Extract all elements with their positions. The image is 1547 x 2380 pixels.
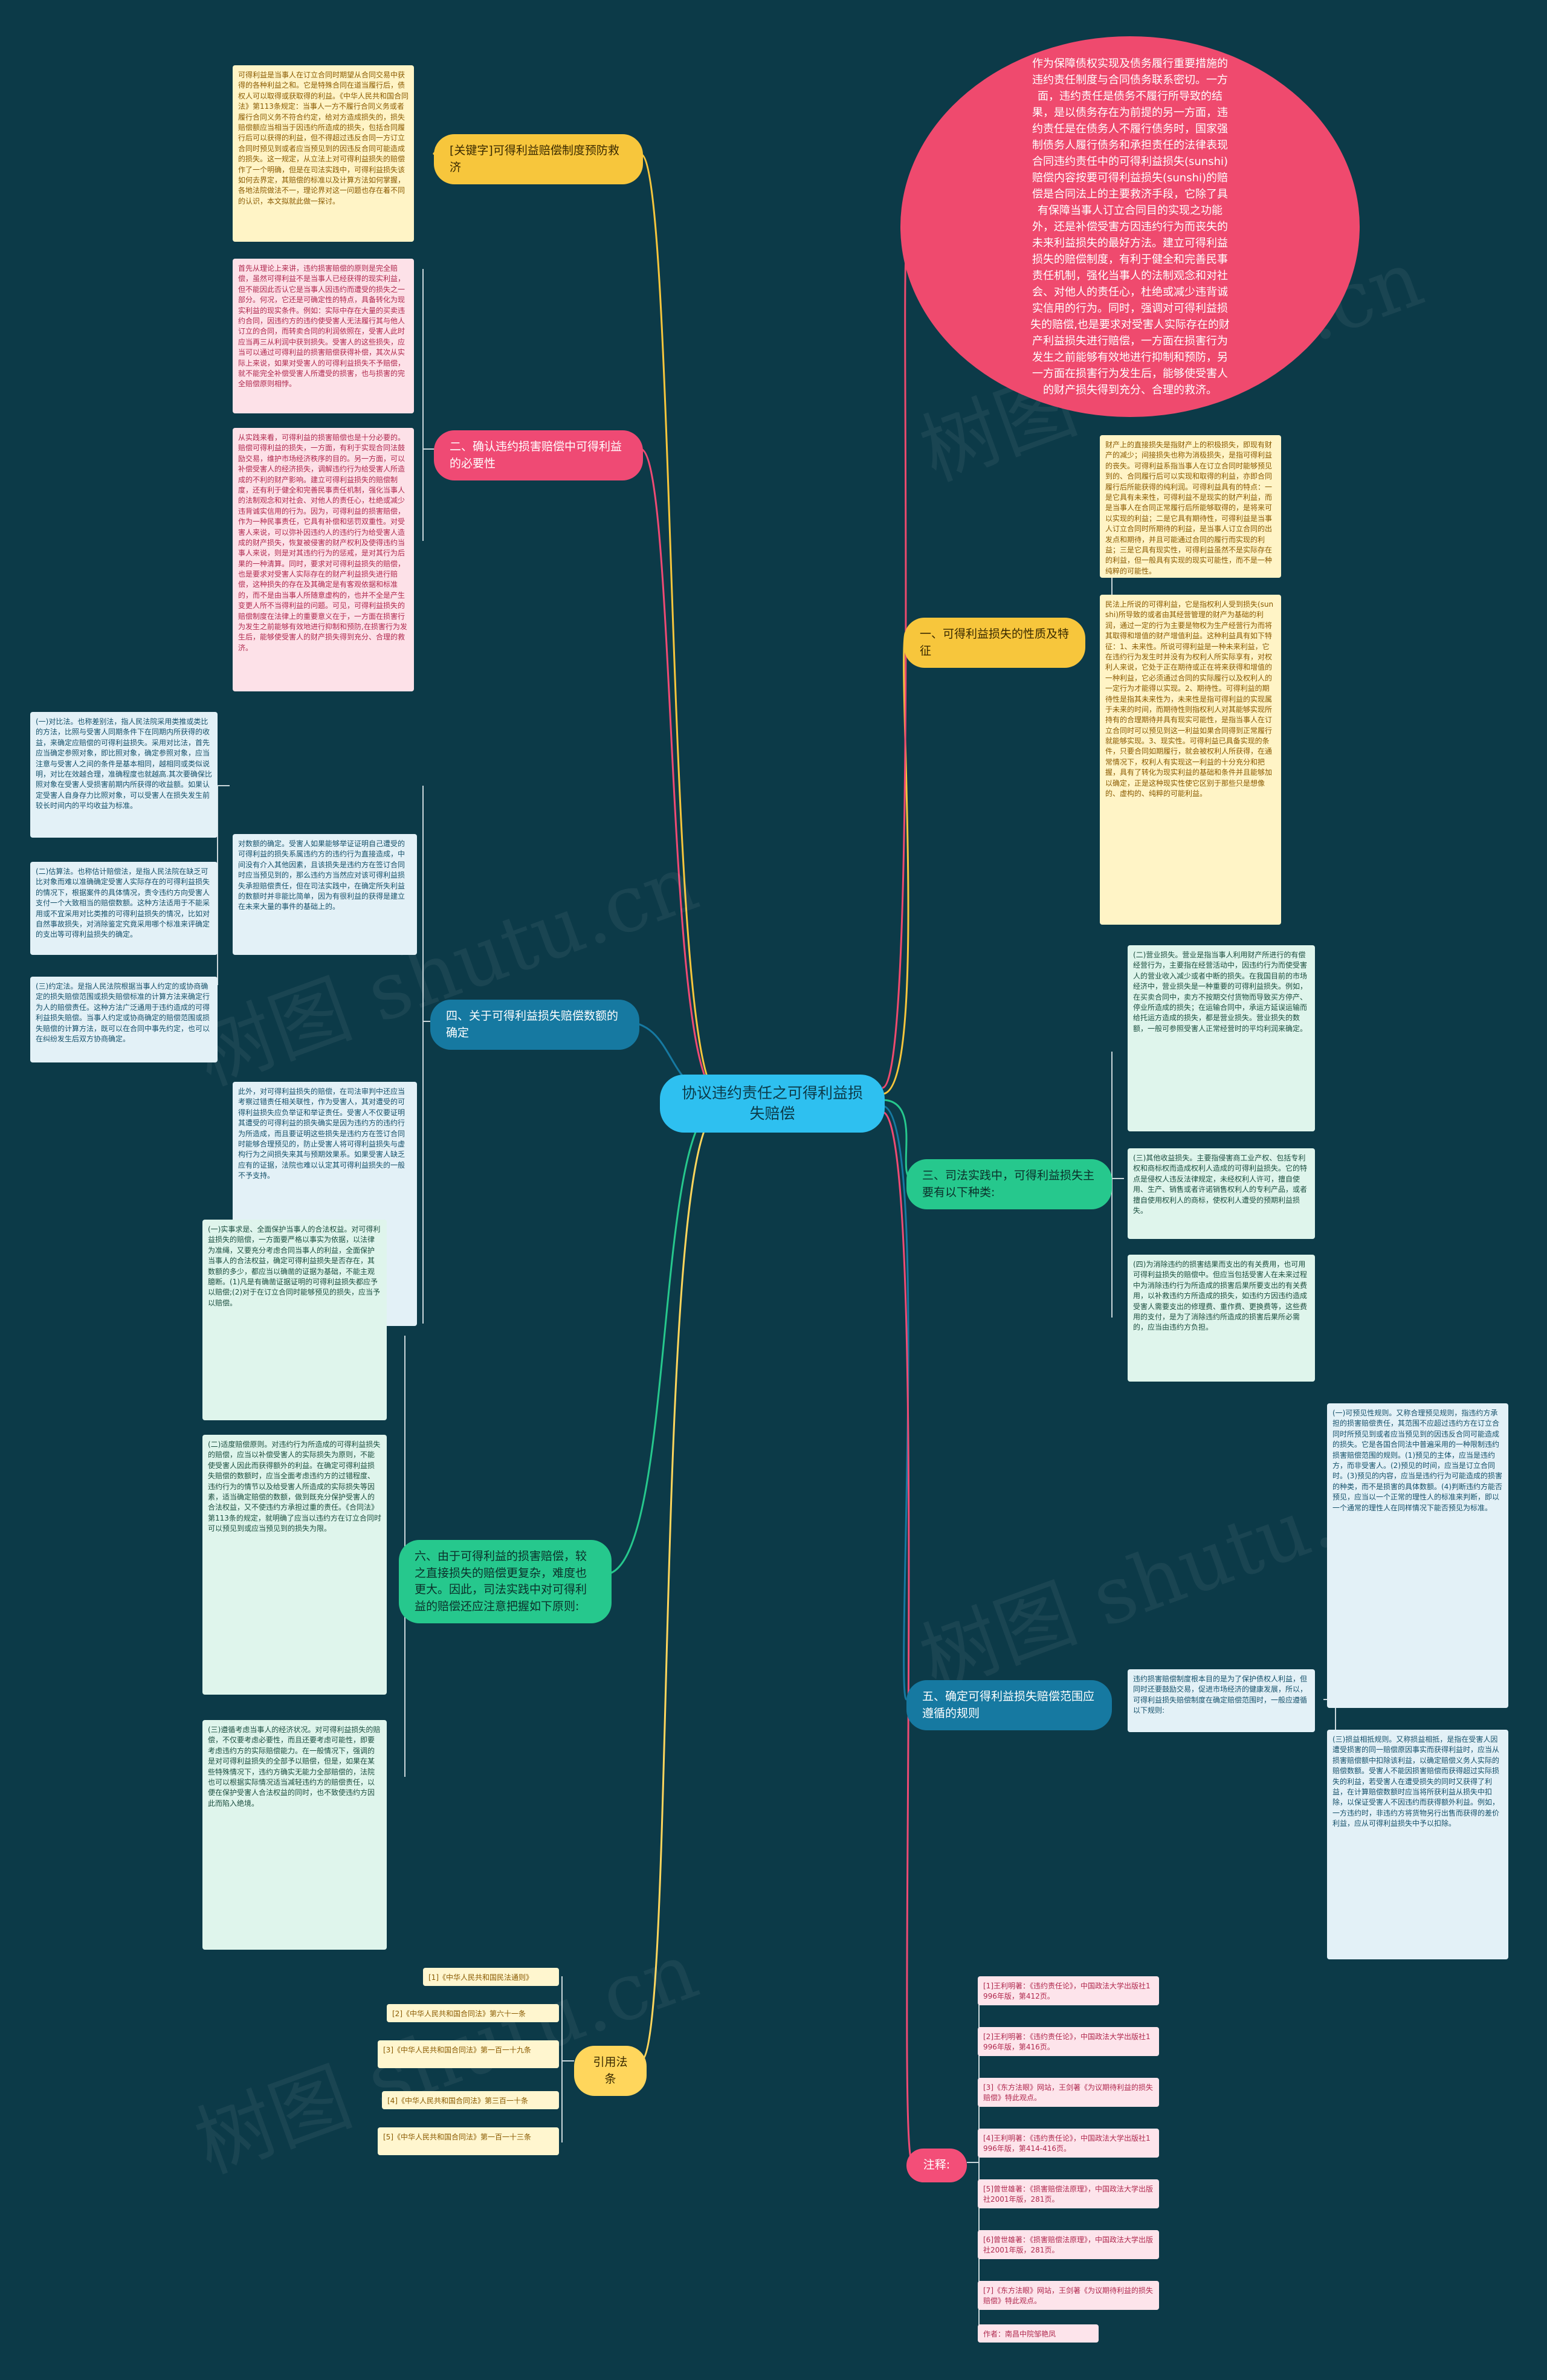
leaf-principles-1: (一)可预见性规则。又称合理预见规则，指违约方承担的损害赔偿责任，其范围不应超过… <box>1327 1403 1508 1708</box>
leaf-practice-1: (二)营业损失。营业是指当事人利用财产所进行的有偿经营行为，主要指在经营活动中，… <box>1128 945 1315 1131</box>
leaf-mitigation-1: (一)实事求是、全面保护当事人的合法权益。对可得利益损失的赔偿，一方面要严格以事… <box>202 1220 387 1420</box>
branch-calc-label: 四、关于可得利益损失赔偿数额的确定 <box>446 1009 619 1040</box>
note-item-1: [1]王利明著：《违约责任论》，中国政法大学出版社1996年版，第412页。 <box>978 1976 1159 2005</box>
branch-concept[interactable]: 一、可得利益损失的性质及特征 <box>904 618 1085 668</box>
note-item-7: [7]《东方法眼》网站，王剑著《为议期待利益的损失赔偿》特此观点。 <box>978 2281 1159 2310</box>
leaf-concept-2: 民法上所说的可得利益，它是指权利人受到损失(sunshi)所导致的或者由其经营管… <box>1100 595 1281 925</box>
note-author: 作者：南昌中院邹艳凤 <box>978 2324 1099 2343</box>
branch-necessity[interactable]: 二、确认违约损害赔偿中可得利益的必要性 <box>434 430 643 481</box>
branch-laws[interactable]: 引用法条 <box>574 2046 647 2097</box>
leaf-practice-3: (四)为消除违约的损害结果而支出的有关费用，也可用可得利益损失的赔偿中。但应当包… <box>1128 1255 1315 1382</box>
intro-text: 作为保障债权实现及债务履行重要措施的违约责任制度与合同债务联系密切。一方面，违约… <box>1030 57 1230 396</box>
branch-keywords[interactable]: [关键字]可得利益赔偿制度预防救济 <box>434 134 643 185</box>
branch-necessity-label: 二、确认违约损害赔偿中可得利益的必要性 <box>450 440 622 470</box>
branch-laws-label: 引用法条 <box>593 2055 628 2086</box>
central-topic[interactable]: 协议违约责任之可得利益损失赔偿 <box>660 1075 885 1133</box>
branch-mitigation-label: 六、由于可得利益的损害赔偿，较之直接损失的赔偿更复杂，难度也更大。因此，司法实践… <box>415 1550 587 1613</box>
branch-notes-label: 注释: <box>923 2158 951 2171</box>
leaf-keywords-1: 可得利益是当事人在订立合同时期望从合同交易中获得的各种利益之和。它是特殊合同在道… <box>233 65 414 242</box>
branch-keywords-label: [关键字]可得利益赔偿制度预防救济 <box>450 144 619 174</box>
leaf-mitigation-3: (三)遵循考虑当事人的经济状况。对可得利益损失的赔偿，不仅要考虑必要性，而且还要… <box>202 1720 387 1950</box>
intro-bubble[interactable]: 作为保障债权实现及债务履行重要措施的违约责任制度与合同债务联系密切。一方面，违约… <box>900 36 1360 417</box>
leaf-necessity-1: 首先从理论上来讲，违约损害赔偿的原则是完全赔偿，虽然可得利益不是当事人已经获得的… <box>233 259 414 413</box>
law-item-3: [3]《中华人民共和国合同法》第一百一十九条 <box>378 2040 559 2068</box>
law-item-1: [1]《中华人民共和国民法通则》 <box>423 1968 559 1986</box>
leaf-principles-intro: 违约损害赔偿制度根本目的是为了保护债权人利益，但同时还要鼓励交易，促进市场经济的… <box>1128 1669 1315 1732</box>
leaf-principles-2: (三)损益相抵规则。又称损益相抵，是指在受害人因遭受损害的同一赔偿原因事实而获得… <box>1327 1730 1508 1959</box>
leaf-mitigation-2: (二)适度赔偿原则。对违约行为所造成的可得利益损失的赔偿，应当以补偿受害人的实际… <box>202 1435 387 1695</box>
leaf-calc-compare: (一)对比法。也称差别法，指人民法院采用类推或类比的方法，比照与受害人同期条件下… <box>30 712 218 838</box>
leaf-concept-1: 财产上的直接损失是指财产上的积极损失，即现有财产的减少；间接损失也称为消极损失，… <box>1100 435 1281 578</box>
leaf-calc-estimate: (二)估算法。也称估计赔偿法，是指人民法院在缺乏可比对象而难以准确确定受害人实际… <box>30 862 218 955</box>
note-item-5: [5]曾世雄著：《损害赔偿法原理》，中国政法大学出版社2001年版，281页。 <box>978 2179 1159 2208</box>
leaf-calc-1: 对数额的确定。受害人如果能够举证证明自己遭受的可得利益的损失系属违约方的违约行为… <box>233 834 417 955</box>
branch-practice-label: 三、司法实践中，可得利益损失主要有以下种类: <box>922 1169 1095 1199</box>
branch-notes[interactable]: 注释: <box>906 2149 967 2182</box>
note-item-2: [2]王利明著：《违约责任论》，中国政法大学出版社1996年版，第416页。 <box>978 2027 1159 2056</box>
note-item-4: [4]王利明著：《违约责任论》，中国政法大学出版社1996年版，第414-416… <box>978 2129 1159 2158</box>
branch-principles[interactable]: 五、确定可得利益损失赔偿范围应遵循的规则 <box>906 1680 1112 1731</box>
law-item-5: [5]《中华人民共和国合同法》第一百一十三条 <box>378 2127 559 2155</box>
note-item-3: [3]《东方法眼》网站，王剑著《为议期待利益的损失赔偿》特此观点。 <box>978 2078 1159 2107</box>
leaf-necessity-2: 从实践来看，可得利益的损害赔偿也是十分必要的。赔偿可得利益的损失，一方面，有利于… <box>233 428 414 691</box>
leaf-practice-2: (三)其他收益损失。主要指侵害商工业产权、包括专利权和商标权而造成权利人造成的可… <box>1128 1148 1315 1239</box>
leaf-calc-agreement: (三)约定法。是指人民法院根据当事人约定的或协商确定的损失赔偿范围或损失赔偿标准… <box>30 977 218 1062</box>
branch-mitigation[interactable]: 六、由于可得利益的损害赔偿，较之直接损失的赔偿更复杂，难度也更大。因此，司法实践… <box>399 1540 612 1624</box>
branch-principles-label: 五、确定可得利益损失赔偿范围应遵循的规则 <box>922 1690 1095 1720</box>
branch-concept-label: 一、可得利益损失的性质及特征 <box>920 627 1070 658</box>
note-item-6: [6]曾世雄著：《损害赔偿法原理》，中国政法大学出版社2001年版，281页。 <box>978 2230 1159 2259</box>
law-item-2: [2]《中华人民共和国合同法》第六十一条 <box>387 2004 559 2022</box>
branch-calc[interactable]: 四、关于可得利益损失赔偿数额的确定 <box>430 1000 639 1050</box>
law-item-4: [4]《中华人民共和国合同法》第三百一十条 <box>382 2091 559 2109</box>
central-topic-label: 协议违约责任之可得利益损失赔偿 <box>681 1084 863 1122</box>
branch-practice[interactable]: 三、司法实践中，可得利益损失主要有以下种类: <box>906 1159 1112 1210</box>
